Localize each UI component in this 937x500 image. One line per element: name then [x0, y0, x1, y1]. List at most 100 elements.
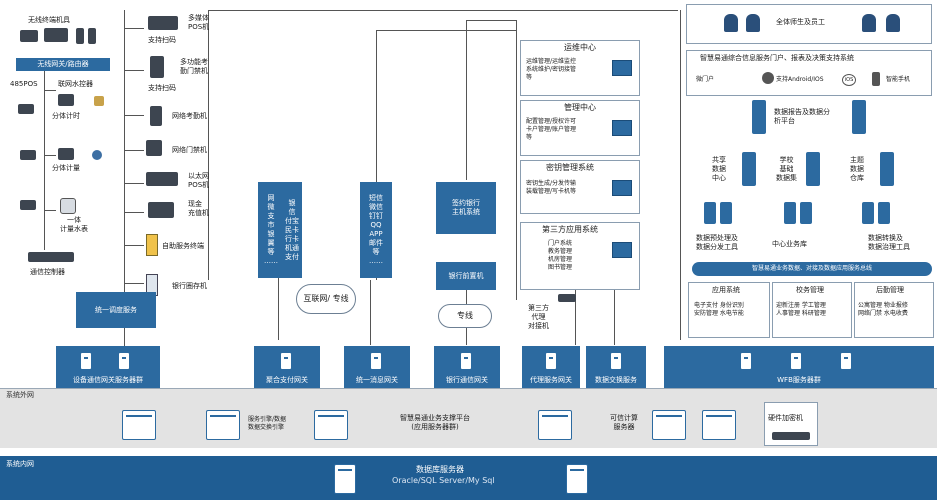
- engine-server-icon: [122, 410, 156, 440]
- app-systems-text: 电子支付 身份识别 安防管理 水电节能: [694, 302, 744, 317]
- trusted-server-label: 可信计算 服务器: [610, 414, 638, 431]
- internal-network-label: 系统内网: [6, 460, 34, 468]
- vertical-link: [680, 10, 681, 340]
- report-server-icon: [752, 100, 766, 134]
- bank-deposit-label: 银行圈存机: [172, 282, 207, 290]
- business-db-server-icon: [784, 202, 796, 224]
- trusted-server-icon: [702, 410, 736, 440]
- logistics-mgmt-title: 后勤管理: [876, 286, 904, 294]
- third-party-proxy-label: 第三方 代理 对接机: [528, 304, 549, 330]
- connector: [124, 245, 144, 246]
- person-icon: [92, 150, 102, 160]
- vertical-link: [575, 280, 576, 345]
- gateway-router-bar: 无线网关/路由器: [16, 58, 110, 71]
- payment-channel-list-2: 银 信 付宝 民卡 行卡 机通 支付: [282, 182, 302, 278]
- wireless-terminal-label: 无线终端机具: [28, 16, 70, 24]
- business-db-label: 中心业务库: [772, 240, 807, 248]
- bank-front-machine: 银行前置机: [436, 262, 496, 290]
- multimedia-pos-icon: [148, 16, 178, 30]
- portal-item-micro-portal: 微门户: [696, 76, 715, 83]
- server-icon: [610, 352, 622, 370]
- left-device-line: [44, 70, 45, 250]
- comm-controller-label: 通信控制器: [30, 268, 65, 276]
- net-door-icon: [146, 140, 162, 156]
- pos-device-icon: [20, 200, 36, 210]
- ops-center-title: 运维中心: [564, 43, 596, 52]
- vertical-link: [516, 20, 517, 300]
- server-icon: [545, 352, 557, 370]
- convert-tools-label: 数据转换及 数据治理工具: [868, 234, 910, 251]
- cash-recharge-label: 现金 充值机: [188, 200, 209, 217]
- server-icon: [118, 352, 130, 370]
- hardware-encryptor-label: 硬件加密机: [768, 414, 803, 422]
- water-meter-label: 一体 计量水表: [60, 216, 88, 233]
- user-icon: [886, 14, 900, 32]
- bank-host-system: 签约银行 主机系统: [436, 182, 496, 234]
- water-meter-icon: [60, 198, 76, 214]
- monitor-icon: [612, 180, 632, 196]
- mgmt-center-text: 配置管理/授权许可 卡户管理/账户管理 等: [526, 118, 577, 141]
- private-line-cloud: 专线: [438, 304, 492, 328]
- water-controller-label: 联网水控器: [58, 80, 93, 88]
- service-bus-strip: 智慧易通业务数据、对接及数据应用服务总线: [692, 262, 932, 276]
- pos-device-icon: [20, 150, 36, 160]
- smartphone-icon: [872, 72, 880, 86]
- engine-server-icon: [206, 410, 240, 440]
- timer-device-icon: [58, 148, 74, 160]
- scan-support-label-2: 支持扫码: [148, 84, 176, 92]
- campus-mgmt-box: [772, 282, 852, 338]
- db-engine-label: Oracle/SQL Server/My Sql: [392, 476, 495, 485]
- campus-mgmt-text: 迎新注册 学工管理 人事管理 科研管理: [776, 302, 826, 317]
- vertical-link: [278, 250, 279, 340]
- vertical-link: [614, 280, 615, 345]
- portal-title: 智慧易通综合信息服务门户、报表及决策支持系统: [700, 54, 854, 62]
- terminal-device-icon: [44, 28, 68, 42]
- ios-icon: iOS: [842, 74, 856, 86]
- android-icon: [762, 72, 774, 84]
- shared-data-center-label: 共享 数据 中心: [712, 156, 726, 182]
- third-party-app-title: 第三方应用系统: [542, 225, 598, 234]
- third-party-app-text: 门户系统 教务管理 机房管理 图书管理: [548, 240, 573, 271]
- server-icon: [280, 352, 292, 370]
- server-icon: [80, 352, 92, 370]
- net-attendance-label: 网络考勤机: [172, 112, 207, 120]
- vertical-link: [208, 10, 209, 280]
- preprocess-server-icon: [704, 202, 716, 224]
- logistics-mgmt-box: [854, 282, 934, 338]
- user-icon: [862, 14, 876, 32]
- kiosk-icon: [146, 234, 158, 256]
- message-channel-list: 短信 微信 钉钉 QQ APP 邮件 等 ……: [360, 182, 392, 278]
- server-icon: [740, 352, 752, 370]
- connector: [44, 155, 56, 156]
- middleware-label: 服务引擎/数据 数据交换引擎: [248, 416, 287, 431]
- self-service-label: 自助服务终端: [162, 242, 204, 250]
- encryptor-device-icon: [772, 432, 810, 440]
- business-db-server-icon: [800, 202, 812, 224]
- school-data-server-icon: [806, 152, 820, 186]
- server-icon: [460, 352, 472, 370]
- internet-cloud: 互联网/ 专线: [296, 284, 356, 314]
- timer-label-2: 分体计量: [52, 164, 80, 172]
- timer-label-1: 分体计时: [52, 112, 80, 120]
- server-icon: [840, 352, 852, 370]
- comm-controller-icon: [28, 252, 74, 262]
- connector: [124, 28, 144, 29]
- external-network-label: 系统外网: [6, 391, 34, 399]
- vertical-link: [466, 20, 467, 180]
- report-server-icon: [852, 100, 866, 134]
- scan-support-label-1: 支持扫码: [148, 36, 176, 44]
- portal-box: [686, 50, 932, 96]
- multi-door-device-icon: [150, 56, 164, 78]
- water-controller-icon: [58, 94, 74, 106]
- ops-center-text: 运维管理/运维监控 系统维护/密钥接管 等: [526, 58, 577, 81]
- campus-mgmt-title: 校务管理: [796, 286, 824, 294]
- multi-door-label: 多功能考 勤门禁机: [180, 58, 208, 75]
- proxy-device-icon: [558, 294, 576, 302]
- preprocess-server-icon: [720, 202, 732, 224]
- monitor-icon: [612, 120, 632, 136]
- app-systems-title: 应用系统: [712, 286, 740, 294]
- vertical-link: [370, 280, 371, 345]
- multimedia-pos-label: 多媒体 POS机: [188, 14, 210, 31]
- connector: [124, 70, 144, 71]
- server-icon: [790, 352, 802, 370]
